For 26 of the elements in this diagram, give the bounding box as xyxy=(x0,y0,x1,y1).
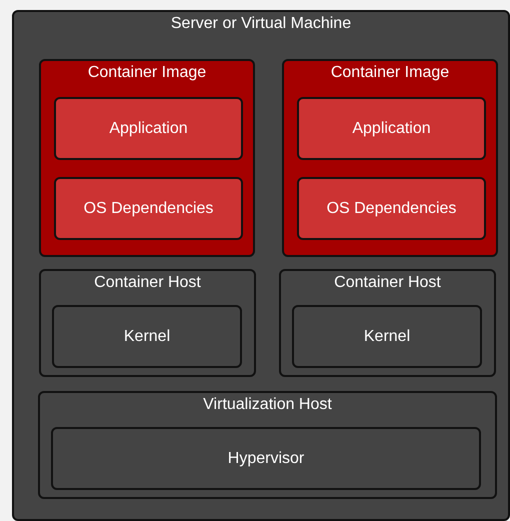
component-box xyxy=(297,97,486,160)
host-box xyxy=(38,391,497,499)
box-heading: Container Host xyxy=(93,274,202,292)
box-heading: Virtualization Host xyxy=(202,396,333,414)
box-label: Application xyxy=(351,120,432,138)
box-label: OS Dependencies xyxy=(326,200,458,218)
box-label: Hypervisor xyxy=(226,450,306,468)
container-image-box xyxy=(282,59,498,257)
box-label: Kernel xyxy=(122,328,172,346)
component-box xyxy=(51,427,481,490)
host-box xyxy=(279,269,496,377)
box-label: OS Dependencies xyxy=(82,200,214,218)
component-box xyxy=(52,305,242,368)
component-box xyxy=(54,177,243,240)
box-heading: Container Image xyxy=(86,64,208,82)
container-image-box xyxy=(39,59,255,257)
component-box xyxy=(292,305,482,368)
box-heading: Container Host xyxy=(333,274,442,292)
box-heading: Container Image xyxy=(330,64,450,82)
component-box xyxy=(54,97,243,160)
box-heading: Server or Virtual Machine xyxy=(170,15,352,33)
server-frame xyxy=(12,10,510,521)
component-box xyxy=(297,177,486,240)
box-label: Kernel xyxy=(362,328,412,346)
box-label: Application xyxy=(108,120,189,138)
host-box xyxy=(39,269,256,377)
